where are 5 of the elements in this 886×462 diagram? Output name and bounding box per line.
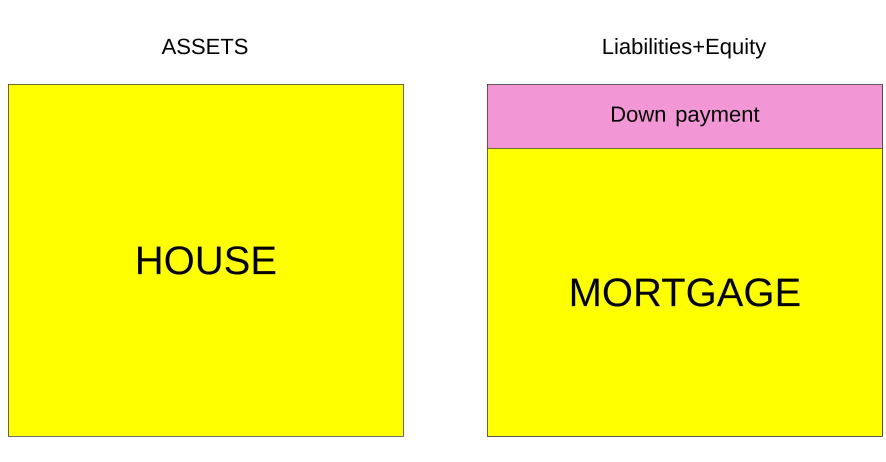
- heading: Liabilities+Equity: [604, 38, 766, 59]
- box: Down payment: [487, 84, 883, 149]
- heading: ASSETS: [162, 38, 248, 54]
- box: MORTGAGE: [487, 148, 883, 437]
- box: HOUSE: [8, 84, 404, 437]
